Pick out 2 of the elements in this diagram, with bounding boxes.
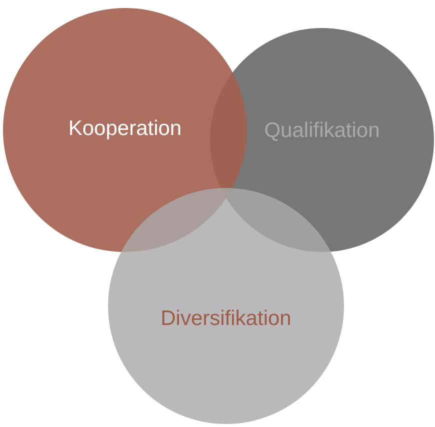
circle-label: Kooperation — [67, 117, 183, 141]
circle-label: Diversifikation — [160, 307, 292, 331]
